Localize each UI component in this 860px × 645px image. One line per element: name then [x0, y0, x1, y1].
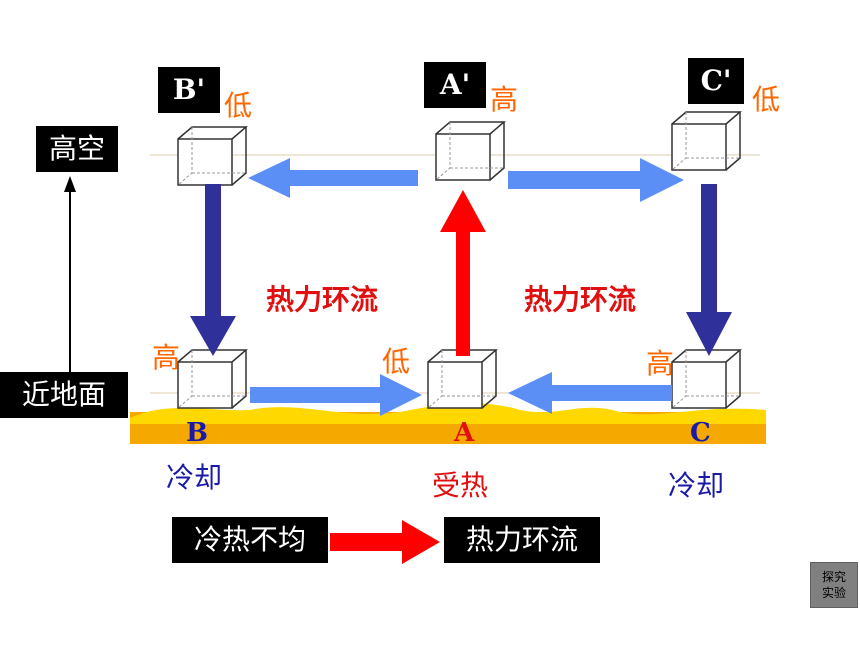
cube-b: [177, 349, 247, 409]
ground-wave: [130, 403, 766, 424]
cube-a-prime: [435, 121, 505, 181]
label-c-prime: C': [688, 58, 744, 104]
temperature-a: 受热: [432, 469, 489, 502]
cube-a: [427, 349, 497, 409]
legend-cause: 冷热不均: [172, 517, 328, 563]
right-descending-arrow: [686, 184, 732, 356]
temperature-c: 冷却: [668, 469, 725, 502]
explore-experiment-button[interactable]: 探究实验: [810, 562, 858, 608]
altitude-axis-arrowhead: [64, 176, 76, 192]
circulation-label-right: 热力环流: [524, 283, 637, 316]
lower-left-flow-arrow: [250, 374, 422, 416]
ground-label-a: A: [454, 418, 475, 448]
upper-right-flow-arrow: [508, 158, 684, 202]
pressure-b-prime: 低: [224, 89, 253, 122]
ground-label-b: B: [186, 418, 208, 448]
circulation-label-left: 热力环流: [266, 283, 379, 316]
rising-hot-air-arrow: [440, 190, 486, 356]
left-descending-arrow: [190, 184, 236, 356]
high-altitude-label: 高空: [36, 126, 118, 172]
ground-label-c: C: [690, 418, 711, 448]
pressure-b: 高: [152, 341, 181, 374]
cube-b-prime: [177, 126, 247, 186]
near-ground-label: 近地面: [0, 372, 128, 418]
temperature-b: 冷却: [166, 461, 223, 494]
cube-c-prime: [671, 111, 741, 171]
lower-right-flow-arrow: [508, 372, 672, 414]
explore-experiment-label: 探究实验: [821, 570, 846, 600]
upper-left-flow-arrow: [248, 158, 418, 198]
legend-arrow: [330, 520, 440, 564]
cube-c: [671, 349, 741, 409]
legend-effect: 热力环流: [444, 517, 600, 563]
label-a-prime: A': [424, 62, 486, 108]
pressure-c: 高: [646, 347, 675, 380]
label-b-prime: B': [158, 67, 220, 113]
pressure-a-prime: 高: [490, 83, 519, 116]
pressure-c-prime: 低: [752, 83, 781, 116]
pressure-a: 低: [382, 345, 411, 378]
